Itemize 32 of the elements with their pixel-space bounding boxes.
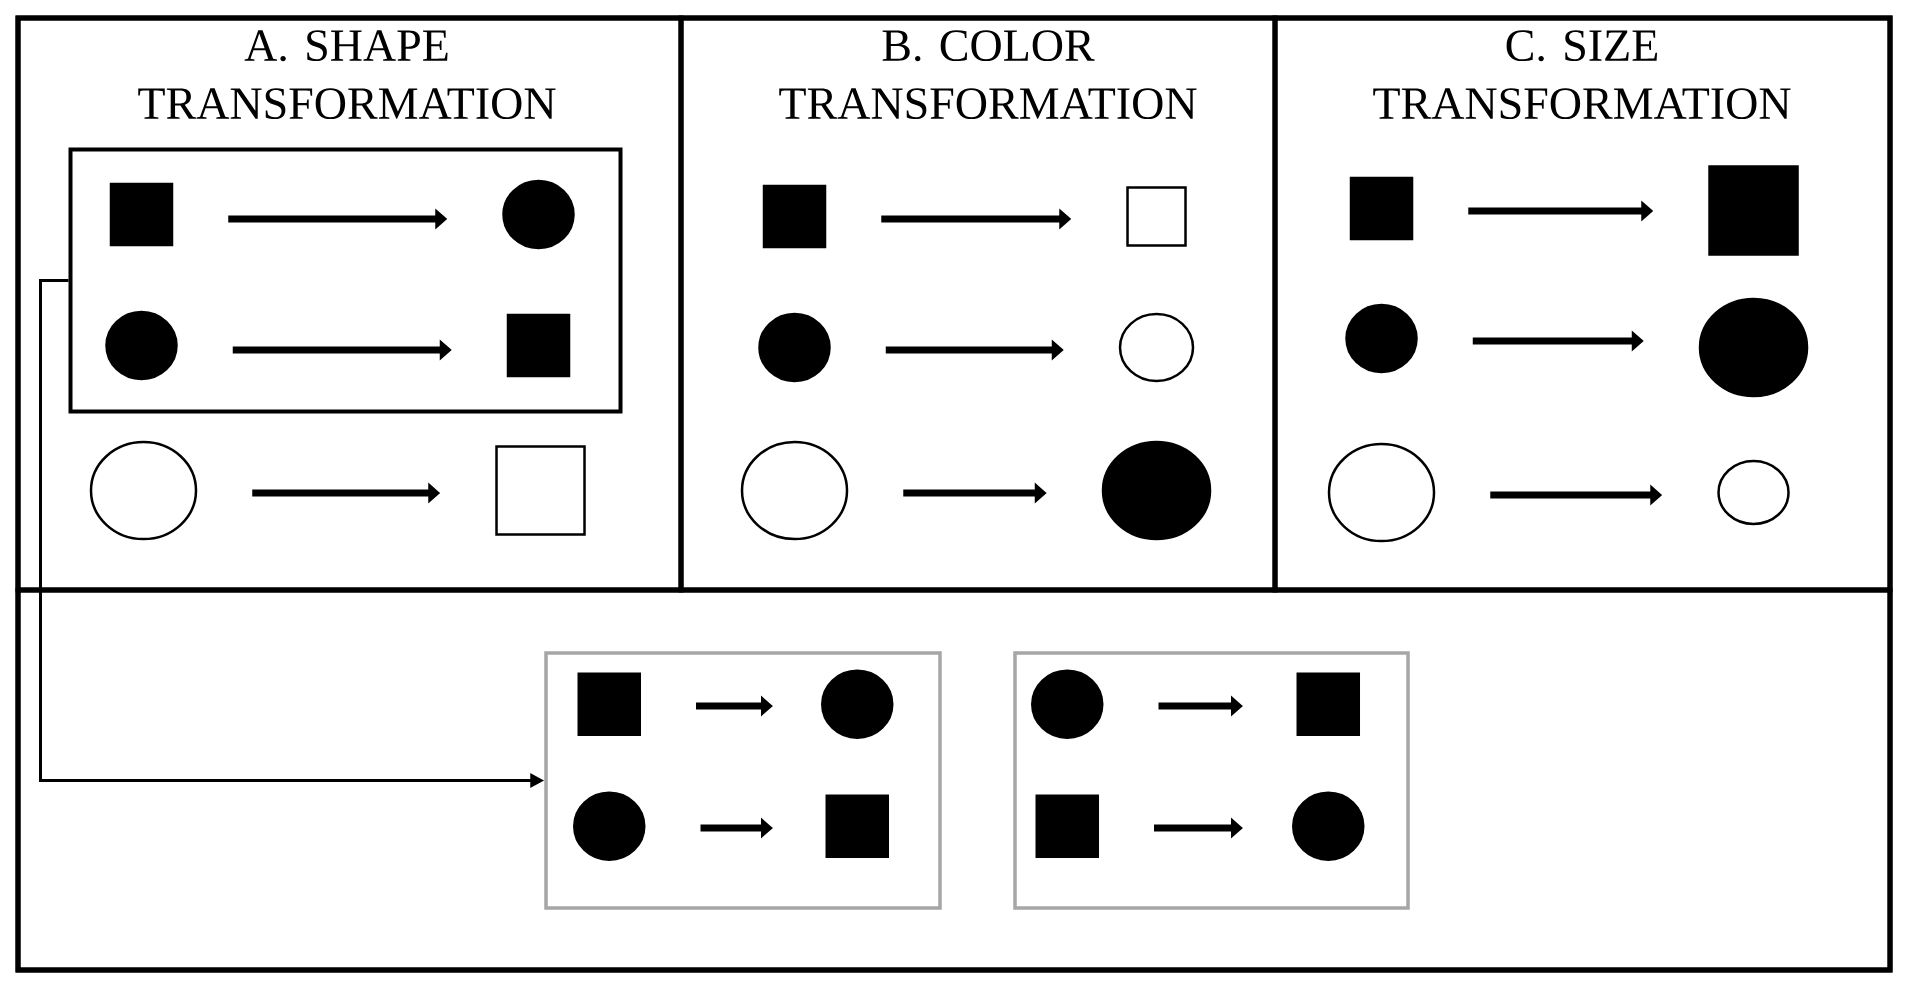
square: [109, 182, 174, 247]
circle: [1327, 442, 1436, 543]
circle: [1345, 303, 1418, 374]
panel-title: B. COLOR TRANSFORMATION: [779, 30, 1197, 120]
circle: [740, 440, 849, 541]
square: [762, 184, 827, 249]
example-box: [544, 651, 942, 910]
square: [495, 445, 586, 536]
circle: [89, 440, 198, 541]
circle: [573, 791, 646, 861]
circle: [1292, 791, 1365, 861]
square: [1035, 794, 1099, 858]
square: [825, 794, 889, 858]
group-frame: [68, 147, 623, 414]
square: [1349, 176, 1414, 241]
circle: [1698, 297, 1809, 398]
circle: [1717, 459, 1790, 526]
example-box: [1013, 651, 1410, 910]
square: [1296, 672, 1360, 736]
circle: [758, 312, 831, 383]
panel-title: C. SIZE TRANSFORMATION: [1373, 30, 1791, 120]
circle: [105, 310, 178, 381]
square: [577, 672, 641, 736]
circle: [821, 669, 894, 739]
circle: [1031, 669, 1104, 739]
square: [1126, 186, 1187, 247]
circle: [502, 179, 575, 250]
circle: [1118, 312, 1195, 383]
circle: [1101, 440, 1212, 541]
square: [506, 313, 571, 378]
panel-title: A. SHAPE TRANSFORMATION: [138, 30, 556, 120]
square: [1708, 165, 1799, 256]
